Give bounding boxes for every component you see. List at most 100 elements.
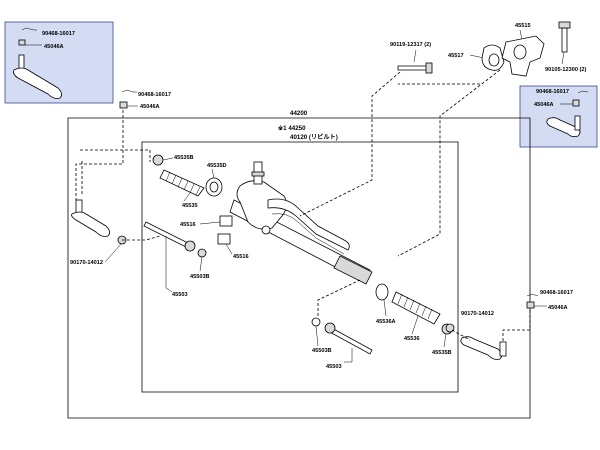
tie-rod-end-left[interactable]: 90170-14012 [70,199,127,266]
cotter-pin-icon [121,89,137,93]
leader-line [443,333,447,348]
bolt-head-icon [558,21,571,29]
nut-icon [119,101,128,109]
bolt-head-icon [425,62,433,74]
label-45536: 45536 [404,336,420,342]
inset-right-label-a: 90468-16017 [536,89,569,95]
inset-left[interactable]: 90468-16017 45046A [4,21,114,104]
label-45515: 45515 [515,23,531,29]
bushings-45516[interactable]: 45516 45516 [180,215,249,260]
leader-line [165,236,173,293]
dashed-connectors-top [299,69,501,257]
frame-44200 [67,117,531,419]
inner-tie-rod-right[interactable]: 45503B 45503 [311,317,373,370]
label-45046A-right: 45046A [548,305,568,311]
leader-line [411,315,419,335]
label-45535D: 45535D [207,163,227,169]
cotter-pin-icon [577,90,589,94]
leader-line [469,54,485,59]
leader-line [199,256,203,272]
label-44250: ※1 44250 [278,124,306,132]
pressure-line-2-icon [271,213,345,255]
ball-joint-icon [324,322,336,334]
stud-icon [499,341,507,357]
label-90170-right: 90170-14012 [461,311,494,317]
clamp-45536A-icon [375,283,389,301]
tie-rod-end-body-icon [460,336,502,360]
assembly-44200: 44200 ※1 44250 40120 (リビルト) [67,110,531,419]
clamp-inner-icon [209,181,219,193]
leader-line [519,29,523,41]
bushing-icon [219,215,233,227]
nut-icon [572,99,580,107]
label-45535: 45535 [182,203,198,209]
label-44200: 44200 [290,110,308,117]
bolt-90105-icon [561,27,568,53]
rack-housing-40120[interactable] [229,161,373,285]
pressure-line-icon [267,198,350,251]
bracket-hole-icon [513,44,527,60]
boot-45536-icon [391,291,441,325]
inset-right[interactable]: 90468-16017 45046A [519,85,598,148]
leader-line [225,243,233,255]
label-45517: 45517 [448,53,464,59]
leader-line [383,299,387,317]
mounts-top-right[interactable]: 90119-12317 (2) 45517 45515 90105-12300 … [390,21,587,77]
rack-end-icon [333,255,373,285]
nut-icon [18,39,26,46]
left-top-parts[interactable]: 90468-16017 45046A [119,89,171,110]
bushing-icon [217,233,231,245]
leader-line [162,157,174,161]
bolt-90119-icon [397,65,429,71]
leader-line [315,325,319,347]
cotter-pin-icon [21,27,37,31]
dashed-connectors-left [75,110,161,241]
boot-right-group[interactable]: 45536A 45536 45535B [375,283,453,356]
tie-rod-end-right[interactable]: 90468-16017 45046A 90170-14012 [445,290,573,360]
dashed-connectors-bottom [317,279,471,341]
inset-right-label-b: 45046A [534,102,554,108]
cotter-pin-icon [526,293,539,297]
leader-line [183,192,191,202]
inner-tie-rod-left[interactable]: 45503B 45503 [143,221,210,298]
label-45503-b: 45503 [326,364,342,370]
nut-icon [526,301,535,309]
leader-line [104,243,122,263]
leader-line [561,51,565,65]
label-45516-b: 45516 [233,254,249,260]
tie-rod-end-icon [13,54,62,99]
washer-45503B-icon [197,248,207,258]
pinion-seal-icon [251,171,265,177]
label-45046A-left: 45046A [140,104,160,110]
tie-rod-end-icon [546,115,581,138]
leader-line [413,49,417,63]
label-45503B-b: 45503B [312,348,332,354]
inset-left-label-a: 90468-16017 [42,31,75,37]
inset-left-label-b: 45046A [44,44,64,50]
boot-left-group[interactable]: 45535B 45535D 45535 [152,154,227,209]
label-90468-left: 90468-16017 [138,92,171,98]
label-40120: 40120 (リビルト) [290,133,338,141]
label-45503B-a: 45503B [190,274,210,280]
label-45516-a: 45516 [180,222,196,228]
clamp-45535B-icon [152,154,164,166]
frame-44250 [141,141,459,393]
label-45503-a: 45503 [172,292,188,298]
washer-45503B-icon [311,317,321,327]
boot-45535-icon [159,169,205,197]
label-90119: 90119-12317 (2) [390,42,431,48]
leader-line [344,348,353,363]
inset-right-box [519,85,598,148]
tie-rod-end-body-icon [71,211,110,237]
label-90170-left: 90170-14012 [70,260,103,266]
label-45535B-bot: 45535B [432,350,452,356]
leader-line [199,221,221,225]
label-45535B-top: 45535B [174,155,194,161]
fitting-icon [261,225,271,235]
dashed-connector [502,310,531,342]
leader-line [211,168,215,179]
label-90468-right: 90468-16017 [540,290,573,296]
bushing-hole-icon [488,53,500,67]
ball-joint-icon [184,240,196,252]
